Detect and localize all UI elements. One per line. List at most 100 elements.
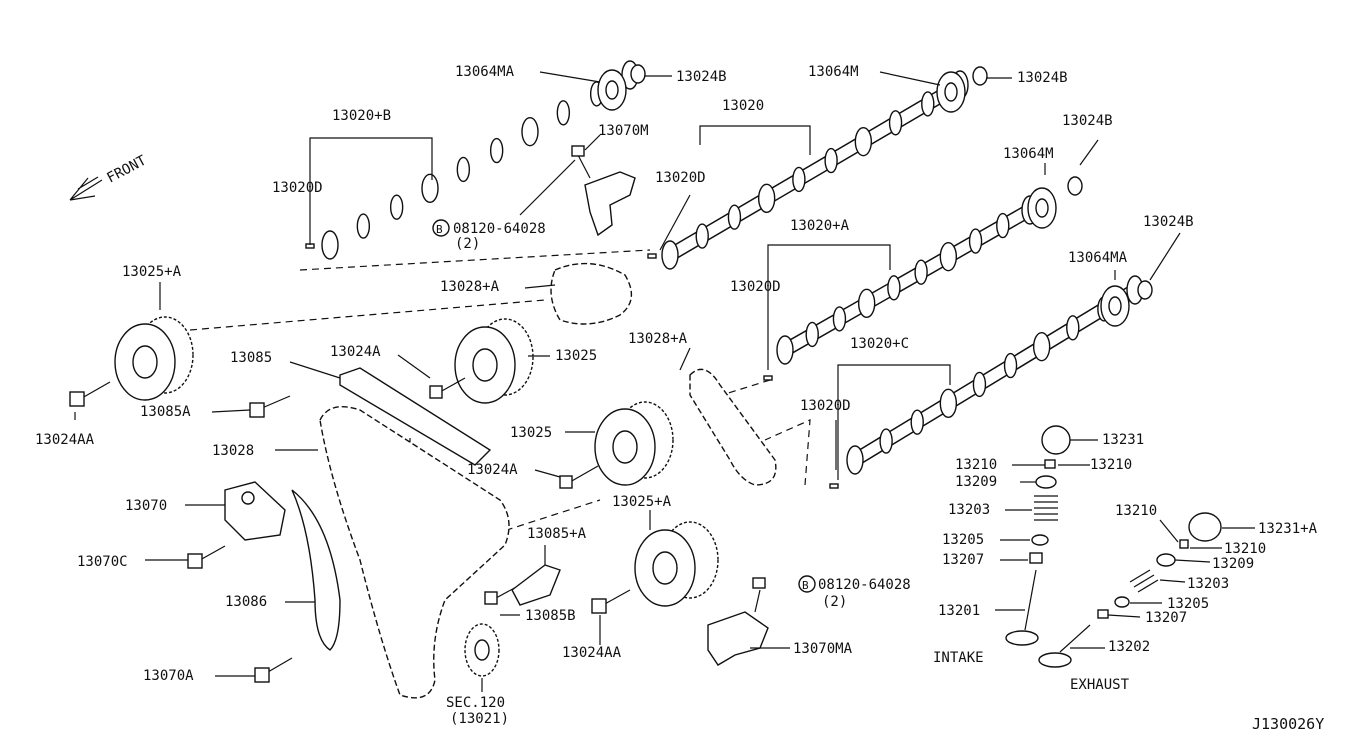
cam-lobe <box>1032 331 1051 362</box>
cam-lobe <box>854 126 873 157</box>
cam-lobe <box>489 137 504 164</box>
label-13028A: 13028+A <box>440 279 500 295</box>
secondary-timing-chain-13028A-2 <box>689 368 777 486</box>
label-13209: 13209 <box>1212 556 1254 572</box>
label-13207: 13207 <box>942 552 984 568</box>
camshaft-sprocket-13025-lower <box>594 401 674 486</box>
label-13210: 13210 <box>1090 457 1132 473</box>
label-13085: 13085 <box>230 350 272 366</box>
camshaft-exhaust-right <box>851 284 1139 466</box>
camshaft-intake-right <box>781 203 1034 357</box>
valve-collet-13210-exhaust <box>1179 539 1189 549</box>
chain-guide-13085 <box>339 367 492 466</box>
valve-lifter-13231 <box>1041 425 1071 455</box>
front-direction-arrow: FRONT <box>69 152 150 201</box>
spring-retainer-13209-intake <box>1035 475 1057 489</box>
label-13203: 13203 <box>1187 576 1229 592</box>
label-13064MA: 13064MA <box>1068 250 1128 266</box>
camshaft-intake-left <box>327 70 633 250</box>
label-08120-64028: 08120-64028 <box>818 577 911 593</box>
camshaft-position-plate-13064MA <box>597 69 627 111</box>
cam-lobe <box>805 321 819 348</box>
cam-lobe <box>1003 352 1018 379</box>
label-13020D: 13020D <box>800 398 851 414</box>
bolt-13070C <box>187 545 226 569</box>
cam-lobe <box>824 147 838 174</box>
crankshaft-sprocket-13021 <box>464 623 500 677</box>
label-13024AA: 13024AA <box>562 645 622 661</box>
cam-lobe <box>914 259 928 285</box>
label-13024AA: 13024AA <box>35 432 95 448</box>
cam-lobe <box>1066 315 1080 341</box>
label-13207: 13207 <box>1145 610 1187 626</box>
tension-guide-13086 <box>291 489 341 651</box>
label-13024A: 13024A <box>467 462 518 478</box>
spring-retainer-13209-exhaust <box>1156 553 1176 567</box>
label-13064M: 13064M <box>808 64 859 80</box>
label-08120-64028: 08120-64028 <box>453 221 546 237</box>
cam-lobe <box>421 173 439 204</box>
camshaft-sprocket-13025-upper <box>454 318 534 404</box>
label-exhaust: EXHAUST <box>1070 677 1130 693</box>
label-sec120: SEC.120 <box>446 695 505 711</box>
label-13205: 13205 <box>1167 596 1209 612</box>
label-13020D: 13020D <box>272 180 323 196</box>
dowel-pin-13020D-3 <box>763 375 773 381</box>
cam-lobe <box>661 240 679 270</box>
label-13028: 13028 <box>212 443 254 459</box>
label-13070M: 13070M <box>598 123 649 139</box>
camshaft-sprocket-13025A-lower <box>634 521 719 607</box>
secondary-timing-chain-13028A-1 <box>550 262 633 325</box>
label-13210: 13210 <box>1224 541 1266 557</box>
label-13086: 13086 <box>225 594 267 610</box>
bolt-symbol-1: B <box>432 219 450 237</box>
label-13020D: 13020D <box>655 170 706 186</box>
label-13203: 13203 <box>948 502 990 518</box>
intake-valve-13201 <box>1005 569 1039 646</box>
valve-lifter-13231A <box>1188 512 1222 542</box>
valve-spring-13203-intake <box>1034 495 1058 521</box>
cam-lobe <box>879 428 893 454</box>
label-13231: 13231 <box>1102 432 1144 448</box>
cam-lobe <box>776 335 794 365</box>
diagram-id: J130026Y <box>1252 715 1324 733</box>
label-13085A: 13085A <box>140 404 191 420</box>
cam-lobe <box>846 445 864 475</box>
cam-lobe <box>857 288 876 319</box>
bolt-13024B-2 <box>972 66 988 86</box>
dowel-pin-13020D-4 <box>829 483 839 489</box>
cam-lobe <box>887 275 901 301</box>
dowel-pin-13020D-2 <box>647 253 657 259</box>
label-13025: 13025 <box>555 348 597 364</box>
bolt-08120-64028-1 <box>571 145 591 179</box>
part-labels: 13064MA 13024B 13064M 13024B 13020+B 130… <box>35 64 1318 727</box>
chain-tensioner-13070MA <box>707 611 769 666</box>
label-13020A: 13020+A <box>790 218 850 234</box>
svg-text:B: B <box>436 223 443 236</box>
chain-tensioner-13070M <box>584 171 636 237</box>
cam-lobe <box>832 306 847 332</box>
bolt-13024AA-2 <box>591 589 631 614</box>
valve-spring-13203-exhaust <box>1129 569 1159 593</box>
label-13020B: 13020+B <box>332 108 391 124</box>
label-intake: INTAKE <box>933 650 984 666</box>
cam-lobe <box>521 116 539 147</box>
bolt-13024AA-1 <box>69 381 111 407</box>
label-13020C: 13020+C <box>850 336 909 352</box>
label-13021: (13021) <box>450 711 509 727</box>
cam-lobe <box>456 156 471 183</box>
cam-lobe <box>321 230 339 260</box>
spring-seat-13205-exhaust <box>1114 596 1130 608</box>
camshaft-sprocket-13025A-upper <box>114 316 194 401</box>
label-13201: 13201 <box>938 603 980 619</box>
label-13064M: 13064M <box>1003 146 1054 162</box>
cam-lobe <box>910 409 924 435</box>
label-qty: (2) <box>455 236 480 252</box>
front-label: FRONT <box>104 152 149 186</box>
label-13205: 13205 <box>942 532 984 548</box>
exhaust-valve-13202 <box>1038 624 1091 668</box>
cam-lobe <box>968 228 983 254</box>
label-13024A: 13024A <box>330 344 381 360</box>
